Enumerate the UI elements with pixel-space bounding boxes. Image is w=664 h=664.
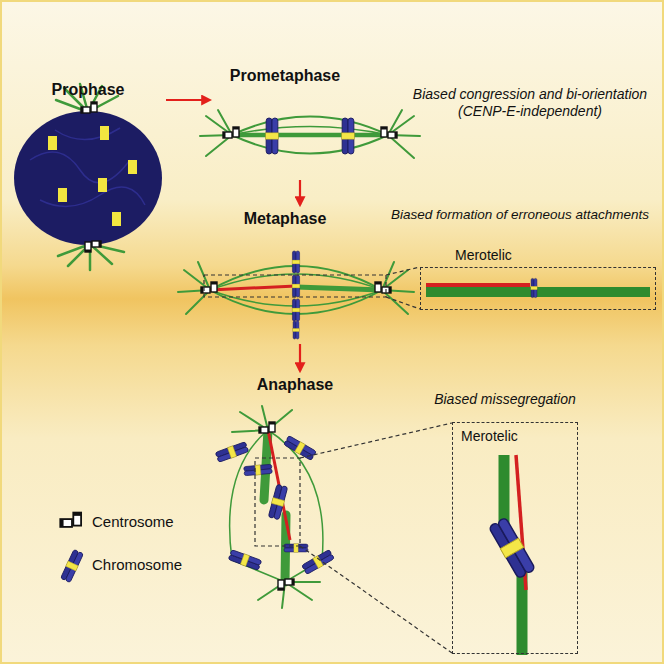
anaphase-spindle-part bbox=[255, 458, 300, 546]
anaphase-spindle-part-part bbox=[232, 406, 292, 432]
anaphase-spindle-part bbox=[300, 423, 452, 653]
metaphase-zoom-art-part bbox=[531, 278, 537, 297]
metaphase-spindle-part bbox=[292, 251, 300, 273]
annotation: Biased congression and bi-orientation (C… bbox=[400, 86, 660, 120]
stage-label: Anaphase bbox=[245, 375, 345, 394]
metaphase-spindle-part bbox=[386, 267, 420, 309]
stage-label: Prometaphase bbox=[225, 66, 345, 85]
anaphase-spindle-part bbox=[284, 544, 308, 552]
prophase-cell-part bbox=[81, 102, 97, 113]
legend-label: Centrosome bbox=[92, 513, 174, 530]
anaphase-spindle-part bbox=[301, 549, 334, 575]
anaphase-spindle-part bbox=[278, 579, 294, 590]
anaphase-spindle-part bbox=[259, 422, 275, 433]
anaphase-spindle-part bbox=[228, 549, 262, 570]
metaphase-zoom-art-part bbox=[426, 283, 530, 287]
prophase-cell-part-part bbox=[48, 136, 57, 150]
stage-label: Prophase bbox=[38, 80, 138, 99]
metaphase-spindle-part bbox=[210, 286, 296, 290]
metaphase-zoom-art-part bbox=[426, 287, 650, 297]
prometaphase-spindle bbox=[200, 110, 420, 158]
metaphase-spindle-part bbox=[204, 275, 386, 297]
anaphase-spindle-part bbox=[215, 441, 249, 462]
prophase-cell-part-part bbox=[55, 128, 120, 140]
stage-label: Metaphase bbox=[235, 209, 335, 228]
zoom-box: Merotelic bbox=[452, 422, 578, 654]
stage-arrows-part bbox=[299, 180, 301, 205]
prophase-cell-part bbox=[14, 111, 162, 245]
prophase-cell bbox=[14, 84, 162, 270]
prophase-cell-part bbox=[30, 128, 145, 206]
anaphase-spindle bbox=[215, 406, 452, 653]
legend-label: Chromosome bbox=[92, 556, 182, 573]
metaphase-spindle-part bbox=[292, 299, 300, 321]
metaphase-spindle bbox=[178, 251, 420, 339]
prometaphase-spindle-part-part bbox=[232, 133, 388, 138]
stage-arrows-part bbox=[166, 99, 210, 101]
metaphase-spindle-part bbox=[293, 321, 299, 339]
metaphase-spindle-part bbox=[292, 275, 300, 297]
zoom-heading: Merotelic bbox=[455, 247, 512, 264]
stage-arrows-part bbox=[299, 344, 301, 371]
legend-icons-part bbox=[60, 513, 81, 527]
zoom-box: Merotelic bbox=[420, 267, 656, 310]
prometaphase-spindle-part-part bbox=[232, 117, 388, 136]
annotation: Biased formation of erroneous attachment… bbox=[378, 207, 662, 223]
prophase-cell-part bbox=[48, 126, 137, 226]
metaphase-zoom-art bbox=[426, 278, 650, 297]
metaphase-spindle-part bbox=[375, 282, 391, 293]
annotation: Biased missegregation bbox=[400, 391, 610, 408]
anaphase-spindle-part bbox=[244, 464, 273, 476]
stage-arrows bbox=[166, 100, 300, 371]
prometaphase-spindle-part bbox=[200, 110, 420, 158]
prometaphase-spindle-part bbox=[342, 118, 355, 154]
anaphase-spindle-part-part bbox=[258, 582, 320, 608]
anaphase-spindle-part bbox=[283, 435, 316, 461]
anaphase-spindle-part bbox=[230, 406, 323, 608]
prophase-cell-part-part bbox=[98, 178, 107, 192]
legend-icons bbox=[60, 513, 84, 583]
prophase-cell-part-part bbox=[30, 152, 130, 183]
anaphase-zoom-art-part bbox=[488, 517, 536, 579]
zoom-heading: Merotelic bbox=[461, 428, 518, 445]
prophase-cell-part-part bbox=[112, 212, 121, 226]
legend-icons-part bbox=[60, 549, 84, 583]
prometaphase-spindle-part bbox=[223, 127, 239, 138]
prophase-cell-part-part bbox=[100, 126, 109, 140]
anaphase-zoom-art bbox=[488, 455, 536, 655]
prometaphase-spindle-part bbox=[381, 127, 397, 138]
anaphase-spindle-part bbox=[268, 484, 288, 520]
prophase-cell-part-part bbox=[58, 188, 67, 202]
metaphase-spindle-part-part bbox=[296, 287, 382, 290]
prometaphase-spindle-part bbox=[266, 118, 279, 154]
prophase-cell-part-part bbox=[128, 160, 137, 174]
prophase-cell-part bbox=[85, 241, 101, 252]
prometaphase-spindle-part-part bbox=[232, 127, 388, 136]
prometaphase-spindle-part-part bbox=[232, 135, 388, 154]
prophase-cell-part-part bbox=[40, 187, 145, 206]
